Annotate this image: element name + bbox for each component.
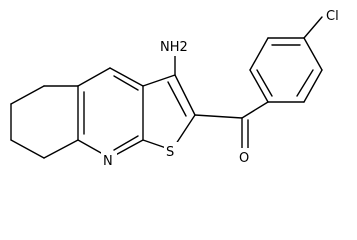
bond — [10, 85, 45, 105]
bond — [113, 75, 139, 91]
atom-labels: NH2 Cl O N S — [101, 7, 347, 169]
bond — [241, 101, 269, 119]
structure-canvas: NH2 Cl O N S — [10, 7, 347, 169]
bond — [303, 16, 323, 39]
bond — [167, 81, 187, 117]
bond — [303, 69, 323, 103]
bond — [194, 114, 243, 119]
bond — [249, 37, 269, 71]
amino-label: NH2 — [160, 40, 188, 55]
bond — [256, 69, 273, 97]
bond — [77, 67, 111, 87]
sulfur-label: S — [166, 145, 174, 160]
chlorine-label: Cl — [326, 9, 339, 24]
bond — [142, 74, 176, 87]
bond — [174, 74, 196, 116]
bonds — [10, 16, 323, 159]
bond — [303, 37, 323, 71]
bond — [296, 69, 314, 97]
bond — [249, 69, 269, 103]
chemical-structure: NH2 Cl O N S — [10, 7, 347, 169]
bond — [10, 139, 45, 159]
bond — [43, 139, 79, 159]
nitrogen-label: N — [103, 154, 113, 169]
bond — [109, 67, 144, 87]
oxygen-label: O — [239, 151, 249, 166]
bond — [113, 135, 139, 151]
